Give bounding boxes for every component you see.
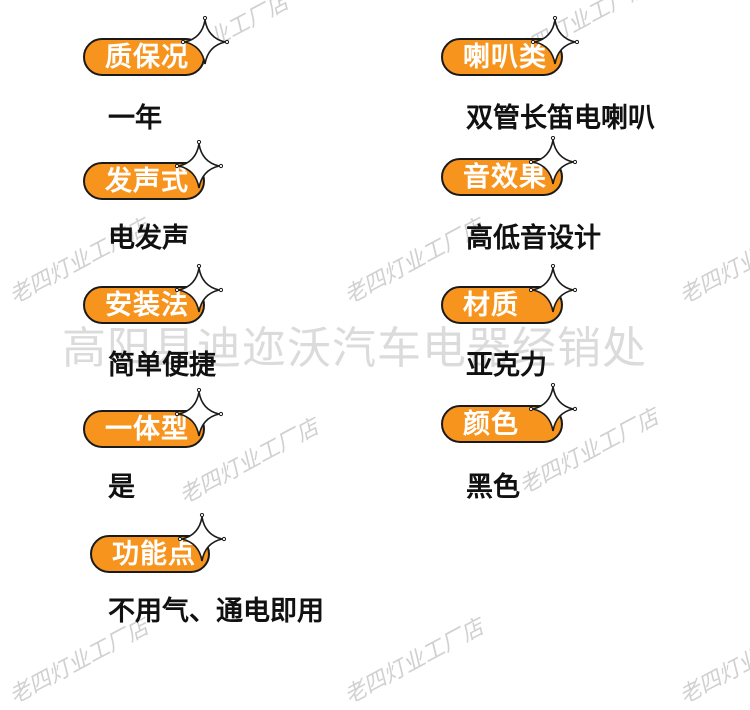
sparkle-icon xyxy=(529,383,577,432)
spec-item-sound-mode: 发声式 电发声 xyxy=(83,140,383,262)
spec-label-pill: 喇叭类 xyxy=(441,38,563,76)
sparkle-icon xyxy=(175,140,223,189)
company-watermark: 高阳县迪迩沃汽车电器经销处 xyxy=(62,323,647,374)
shop-watermark: 老四灯业工厂店 xyxy=(675,614,750,710)
spec-label: 喇叭类 xyxy=(463,42,547,73)
spec-value: 不用气、通电即用 xyxy=(108,596,324,627)
spec-label: 安装法 xyxy=(105,290,189,321)
spec-item-sound-effect: 音效果 高低音设计 xyxy=(441,136,741,258)
spec-item-color: 颜色 黑色 xyxy=(441,383,741,505)
spec-label-pill: 功能点 xyxy=(90,535,210,573)
spec-value: 电发声 xyxy=(108,223,189,254)
sparkle-icon xyxy=(178,513,226,562)
sparkle-icon xyxy=(529,136,577,185)
spec-value: 一年 xyxy=(108,103,162,134)
spec-item-installation: 安装法 简单便捷 xyxy=(83,264,383,386)
sparkle-icon xyxy=(175,264,223,313)
spec-label: 发声式 xyxy=(105,166,189,197)
spec-value: 简单便捷 xyxy=(108,350,216,381)
spec-label-pill: 质保况 xyxy=(83,38,205,76)
spec-label-pill: 安装法 xyxy=(83,286,205,324)
sparkle-icon xyxy=(175,388,223,437)
spec-value: 黑色 xyxy=(466,472,520,503)
spec-value: 是 xyxy=(108,472,135,503)
spec-label: 一体型 xyxy=(105,414,189,445)
sparkle-icon xyxy=(531,16,579,65)
spec-item-horn-type: 喇叭类 双管长笛电喇叭 xyxy=(441,16,741,138)
spec-value: 亚克力 xyxy=(466,350,547,381)
spec-label: 音效果 xyxy=(463,162,547,193)
spec-item-material: 材质 亚克力 xyxy=(441,264,741,386)
spec-value: 高低音设计 xyxy=(466,223,601,254)
spec-label: 质保况 xyxy=(105,42,189,73)
spec-label: 材质 xyxy=(463,290,519,321)
spec-label: 功能点 xyxy=(112,539,196,570)
spec-label: 颜色 xyxy=(463,409,519,440)
sparkle-icon xyxy=(529,264,577,313)
sparkle-icon xyxy=(181,16,229,65)
spec-value: 双管长笛电喇叭 xyxy=(466,103,655,134)
spec-item-integrated: 一体型 是 xyxy=(83,388,383,510)
spec-item-warranty: 质保况 一年 xyxy=(83,16,383,138)
spec-item-features: 功能点 不用气、通电即用 xyxy=(90,513,410,635)
